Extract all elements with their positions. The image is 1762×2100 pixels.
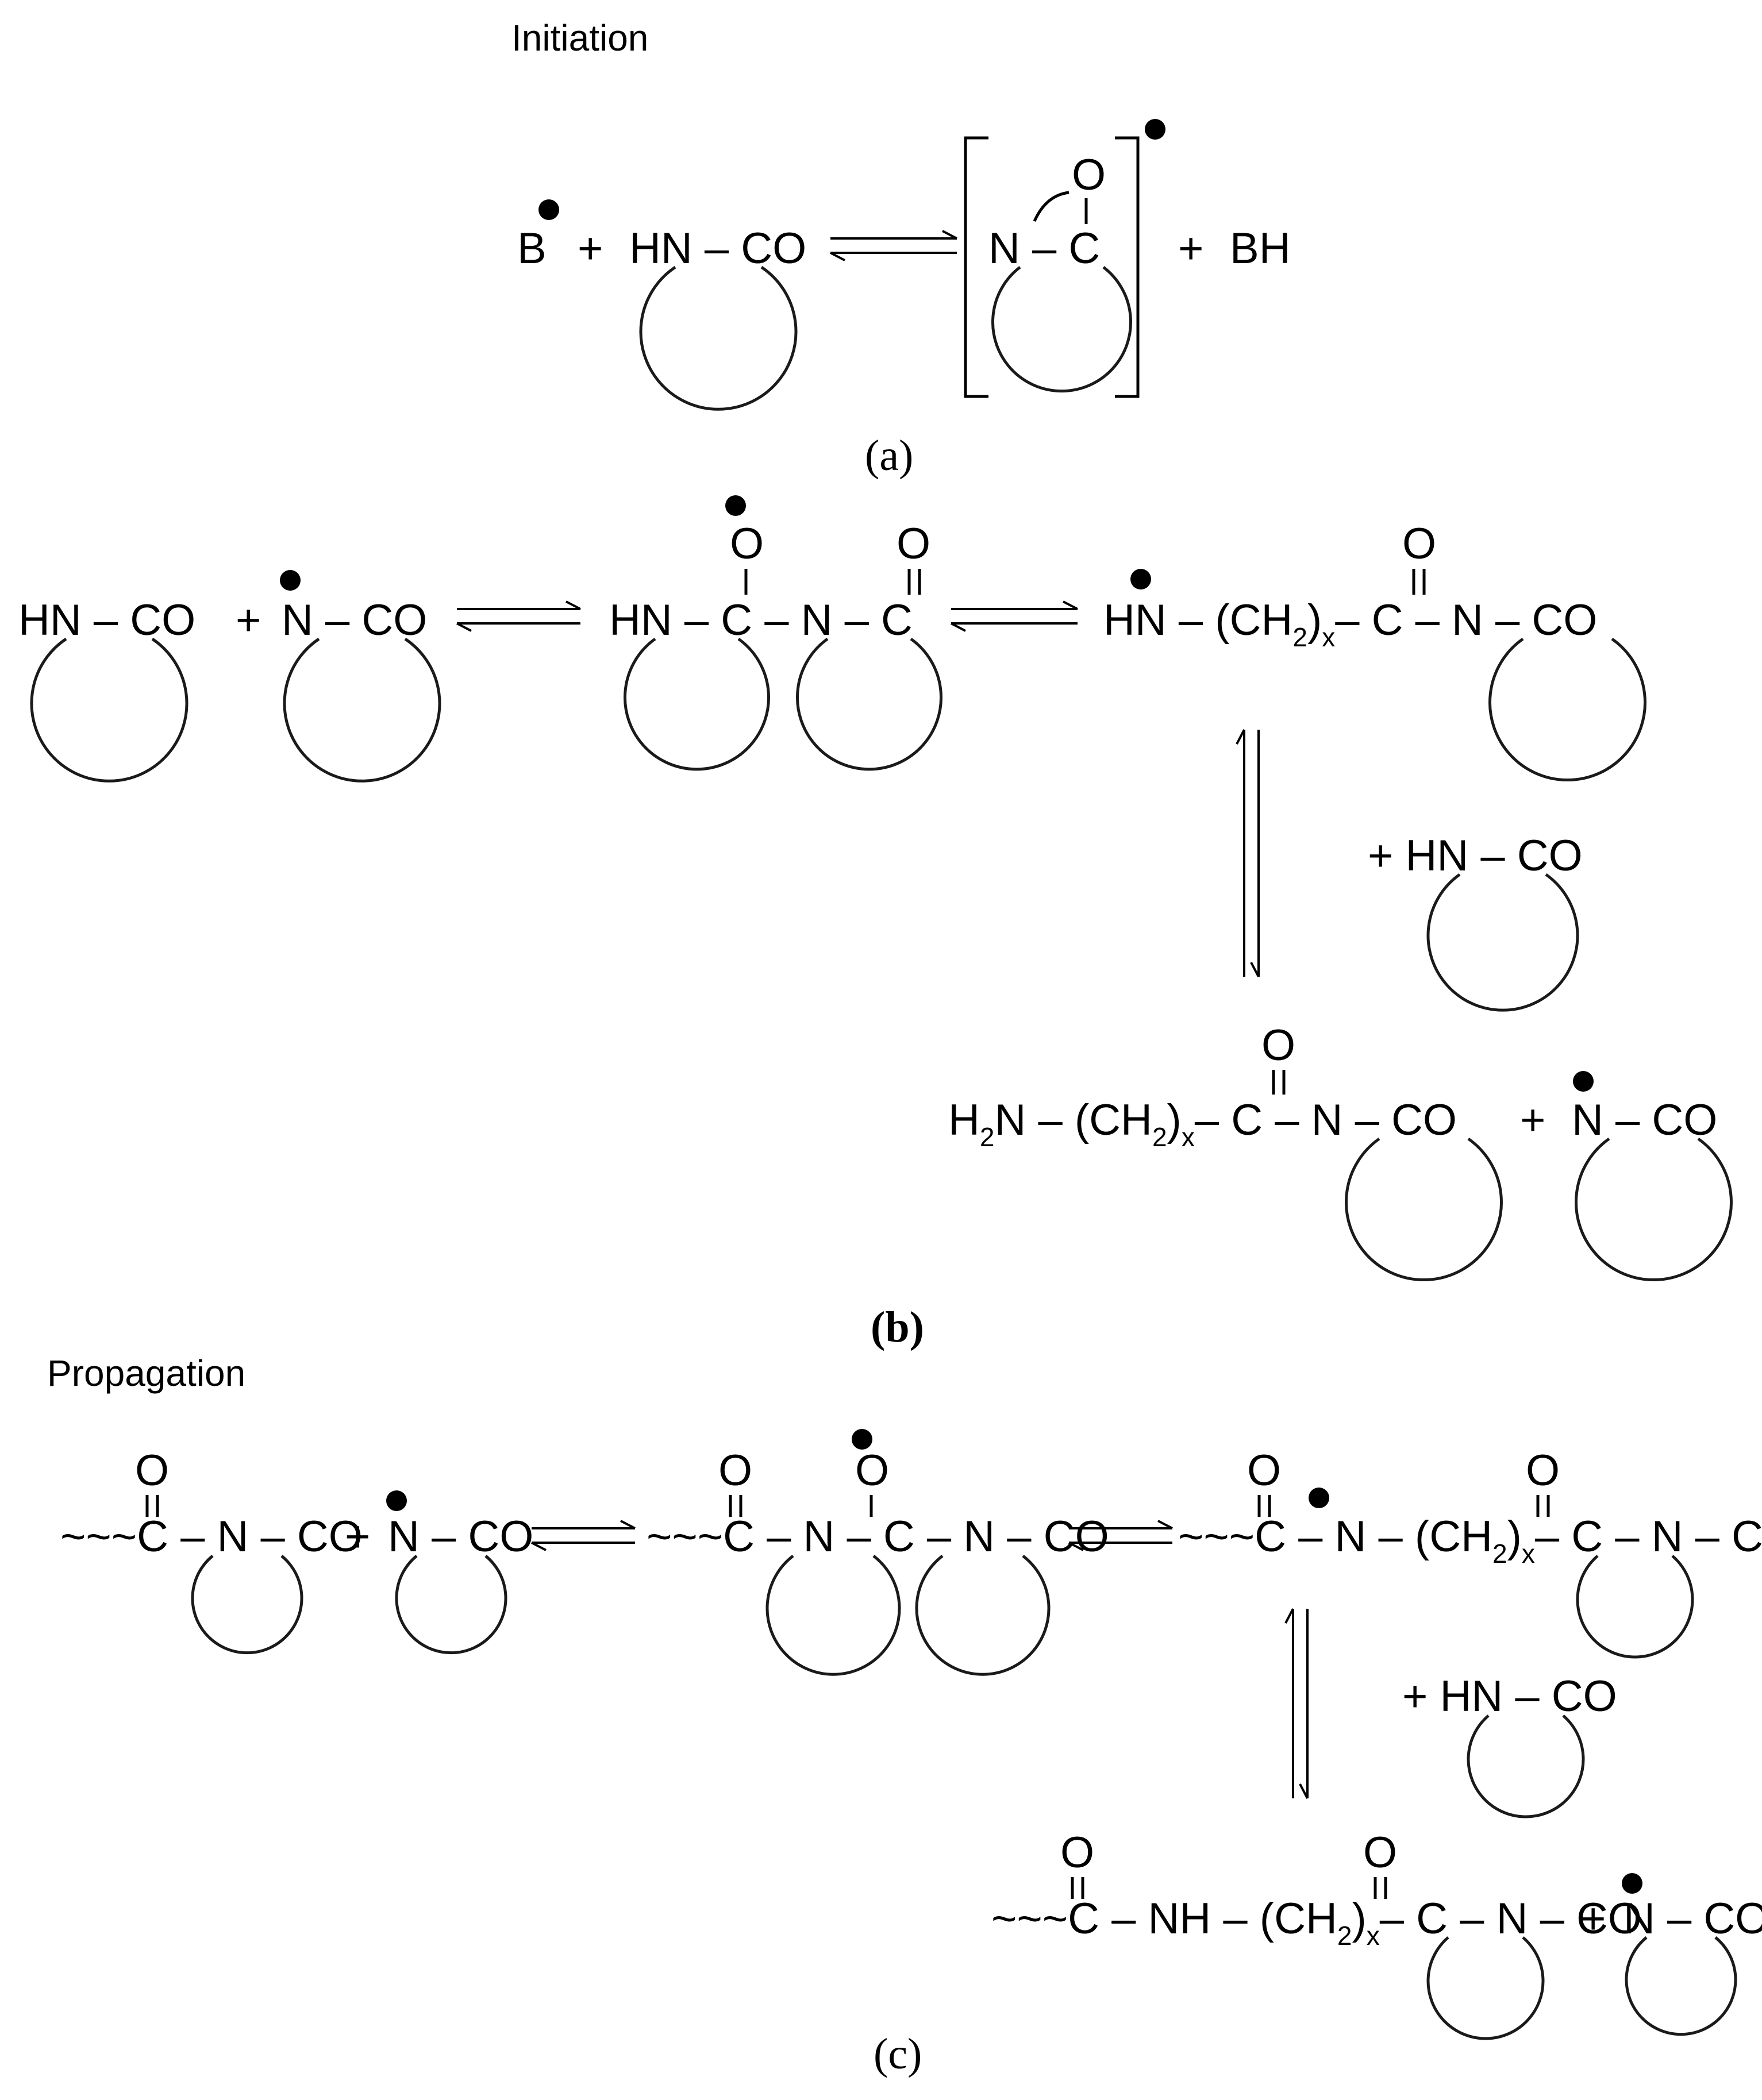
lactam-label: HN – CO bbox=[629, 224, 806, 273]
row3-oxygen: O bbox=[1261, 1021, 1295, 1070]
intermediate-oxygen-2: O bbox=[897, 519, 930, 568]
plus-sign: + bbox=[345, 1512, 370, 1561]
regenerated-anion-label: N – CO bbox=[1623, 1894, 1762, 1943]
aminoacyl-lactam-label: H2N – (CH2)x– C – N – CO bbox=[948, 1096, 1457, 1152]
equilibrium-arrows-icon bbox=[456, 600, 581, 632]
caption-a: (a) bbox=[865, 431, 913, 480]
vertical-equilibrium-arrows-icon bbox=[1236, 729, 1260, 977]
product-ring-icon bbox=[1576, 1555, 1694, 1659]
intermediate-ring-1-icon bbox=[624, 637, 770, 771]
row3-ring-icon bbox=[1345, 1137, 1503, 1281]
plus-sign: + bbox=[578, 224, 603, 273]
negative-charge-icon bbox=[280, 570, 301, 591]
equilibrium-arrows-icon bbox=[531, 1520, 636, 1551]
intermediate-ring-2-icon bbox=[915, 1555, 1051, 1676]
equilibrium-arrows-icon bbox=[1068, 1520, 1173, 1551]
added-lactam-label: + HN – CO bbox=[1402, 1672, 1617, 1721]
lactam-anion-ring-icon bbox=[395, 1555, 507, 1655]
product-oxygen: O bbox=[1402, 519, 1436, 568]
lactam-anion-label: N – CO bbox=[282, 596, 427, 645]
product-bh: BH bbox=[1230, 224, 1291, 273]
ring-opened-product-label: ~~~C – N – (CH2)x– C – N – CO bbox=[1178, 1512, 1762, 1569]
equilibrium-arrows-icon bbox=[951, 600, 1078, 632]
regenerated-anion-label: N – CO bbox=[1572, 1096, 1717, 1145]
intermediate-oxygen: O bbox=[730, 519, 764, 568]
intermediate-oxygen-2: O bbox=[855, 1446, 889, 1495]
intermediate-ring-1-icon bbox=[765, 1555, 901, 1676]
elongated-chain-label: ~~~C – NH – (CH2)x– C – N – CO bbox=[991, 1894, 1642, 1951]
lactam-label: HN – CO bbox=[18, 596, 195, 645]
base-label: B bbox=[517, 224, 547, 273]
anion-ring-icon bbox=[991, 266, 1132, 393]
plus-sign: + bbox=[1178, 224, 1203, 273]
row3-ring-icon bbox=[1426, 1936, 1545, 2040]
ring-opened-product-label: HN – (CH2)x– C – N – CO bbox=[1103, 596, 1597, 652]
added-lactam-ring-icon bbox=[1467, 1714, 1585, 1818]
anion-nc-label: N – C bbox=[988, 224, 1100, 273]
product-oxygen-2: O bbox=[1526, 1446, 1560, 1495]
added-lactam-ring-icon bbox=[1426, 873, 1579, 1012]
caption-b: (b) bbox=[871, 1303, 924, 1351]
negative-charge-icon bbox=[1130, 569, 1151, 589]
product-ring-icon bbox=[1488, 637, 1646, 781]
regenerated-anion-ring-icon bbox=[1575, 1137, 1733, 1281]
plus-sign: + bbox=[1580, 1894, 1606, 1943]
tetrahedral-intermediate-label: ~~~C – N – C – N – CO bbox=[647, 1512, 1109, 1561]
panel-b: HN – CO + N – CO O O HN – C – N – C bbox=[18, 495, 1733, 1351]
product-oxygen: O bbox=[1247, 1446, 1281, 1495]
anion-oxygen: O bbox=[1072, 151, 1106, 199]
panel-a: Initiation B + HN – CO O N – C + BH (a bbox=[511, 17, 1291, 480]
vertical-equilibrium-arrows-icon bbox=[1284, 1608, 1309, 1799]
lactam-ring-icon bbox=[639, 265, 798, 411]
lactam-anion-complex: O N – C bbox=[964, 119, 1165, 398]
equilibrium-arrows-icon bbox=[830, 230, 957, 261]
negative-charge-icon bbox=[1309, 1488, 1329, 1508]
plus-sign: + bbox=[236, 596, 261, 645]
propagation-header: Propagation bbox=[47, 1353, 245, 1394]
tetrahedral-intermediate-label: HN – C – N – C bbox=[609, 596, 913, 645]
negative-charge-icon bbox=[386, 1490, 407, 1511]
regenerated-anion-ring-icon bbox=[1625, 1936, 1737, 2036]
chain-end-imide-label: ~~~C – N – CO bbox=[60, 1512, 363, 1561]
initiation-header: Initiation bbox=[511, 17, 648, 59]
lactam-anion-label: N – CO bbox=[388, 1512, 533, 1561]
chain-end-ring-icon bbox=[191, 1555, 303, 1655]
lactam-ring-icon bbox=[30, 637, 188, 783]
added-lactam-label: + HN – CO bbox=[1368, 831, 1583, 880]
plus-sign: + bbox=[1520, 1096, 1545, 1145]
lactam-anion-ring-icon bbox=[283, 637, 441, 783]
negative-charge-icon bbox=[1622, 1873, 1642, 1894]
negative-charge-icon bbox=[538, 199, 559, 220]
intermediate-oxygen: O bbox=[718, 1446, 752, 1495]
chain-oxygen: O bbox=[135, 1446, 169, 1495]
intermediate-ring-2-icon bbox=[796, 637, 942, 771]
negative-charge-icon bbox=[725, 495, 746, 516]
row3-oxygen: O bbox=[1060, 1828, 1094, 1877]
panel-c: Propagation O ~~~C – N – CO + N – CO O O… bbox=[47, 1353, 1762, 2078]
caption-c: (c) bbox=[874, 2030, 922, 2078]
row3-oxygen-2: O bbox=[1363, 1828, 1397, 1877]
negative-charge-icon bbox=[1573, 1071, 1594, 1092]
negative-charge-icon bbox=[1145, 119, 1165, 140]
